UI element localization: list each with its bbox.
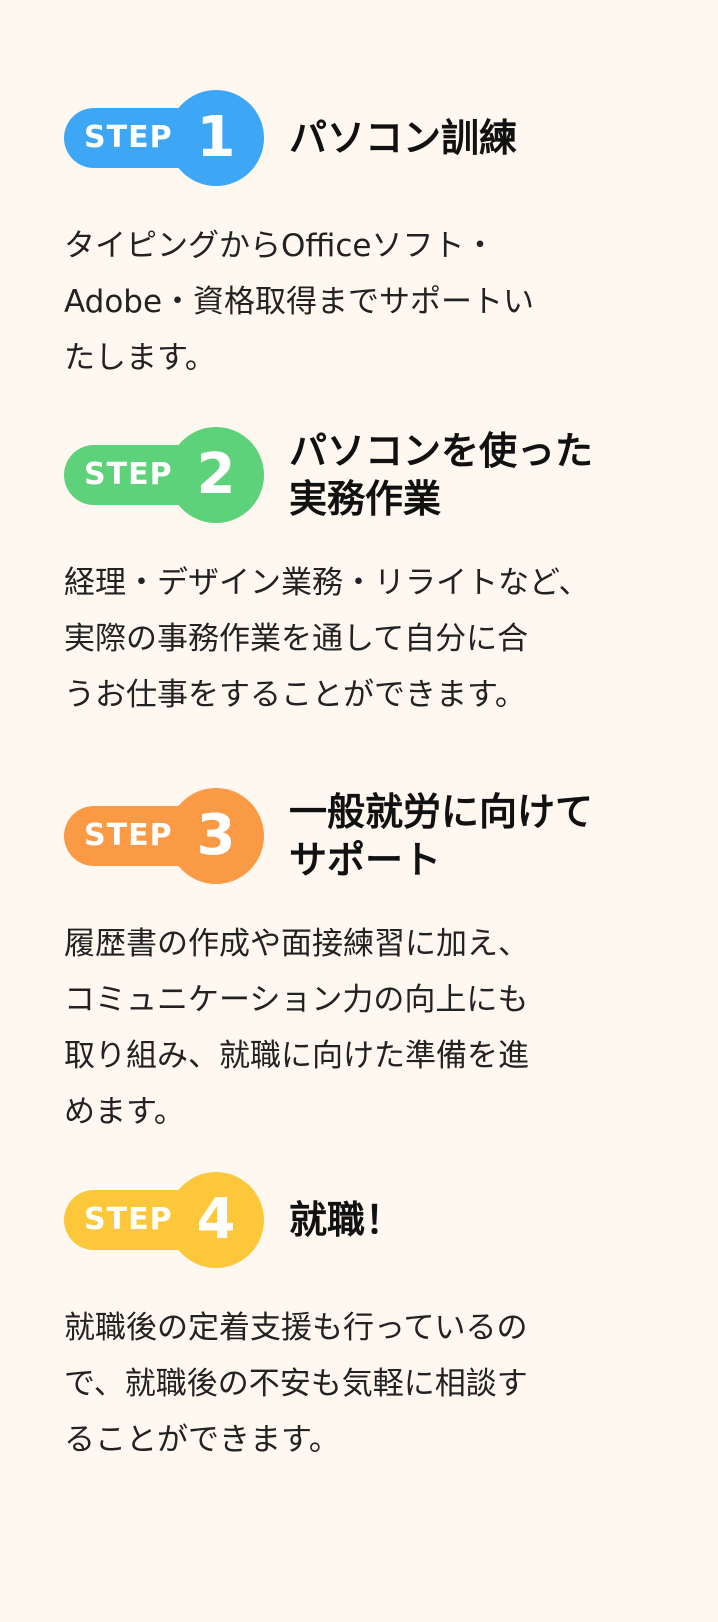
step-2-header: STEP 2 パソコンを使った 実務作業 <box>64 425 664 525</box>
step-1: STEP 1 パソコン訓練 タイピングからOfficeソフト・ Adobe・資格… <box>64 88 664 386</box>
step-3-badge-label: STEP <box>84 818 173 853</box>
step-4-header: STEP 4 就職！ <box>64 1170 664 1270</box>
step-2-badge-label: STEP <box>84 457 173 492</box>
step-4: STEP 4 就職！ 就職後の定着支援も行っているの で、就職後の不安も気軽に相… <box>64 1170 664 1468</box>
step-2-description: 経理・デザイン業務・リライトなど、 実際の事務作業を通して自分に合 うお仕事をす… <box>64 565 590 713</box>
step-4-badge: STEP 4 <box>64 1170 264 1270</box>
step-3-description: 履歴書の作成や面接練習に加え、 コミュニケーション力の向上にも 取り組み、就職に… <box>64 926 529 1130</box>
step-1-title: パソコン訓練 <box>289 116 518 160</box>
step-2: STEP 2 パソコンを使った 実務作業 経理・デザイン業務・リライトなど、 実… <box>64 425 664 723</box>
step-3-badge-circle <box>168 788 264 884</box>
step-3-badge: STEP 3 <box>64 786 264 886</box>
step-1-badge-number: 1 <box>196 105 236 170</box>
step-4-description: 就職後の定着支援も行っているの で、就職後の不安も気軽に相談す ることができます… <box>64 1310 528 1458</box>
step-1-description: タイピングからOfficeソフト・ Adobe・資格取得までサポートい たします… <box>64 228 535 376</box>
step-4-badge-label: STEP <box>84 1202 173 1237</box>
step-3-badge-number: 3 <box>196 803 236 868</box>
step-1-badge: STEP 1 <box>64 88 264 188</box>
step-3: STEP 3 一般就労に向けて サポート 履歴書の作成や面接練習に加え、 コミュ… <box>64 786 664 1140</box>
step-2-badge-number: 2 <box>196 442 236 507</box>
step-2-title: パソコンを使った 実務作業 <box>289 429 594 521</box>
step-1-badge-label: STEP <box>84 120 173 155</box>
step-4-title: 就職！ <box>289 1198 404 1242</box>
step-3-title: 一般就労に向けて サポート <box>289 790 594 882</box>
step-1-header: STEP 1 パソコン訓練 <box>64 88 664 188</box>
step-4-badge-circle <box>168 1172 264 1268</box>
step-3-header: STEP 3 一般就労に向けて サポート <box>64 786 664 886</box>
step-2-badge-circle <box>168 427 264 523</box>
step-4-badge-number: 4 <box>196 1187 236 1252</box>
step-2-badge: STEP 2 <box>64 425 264 525</box>
step-1-badge-circle <box>168 90 264 186</box>
